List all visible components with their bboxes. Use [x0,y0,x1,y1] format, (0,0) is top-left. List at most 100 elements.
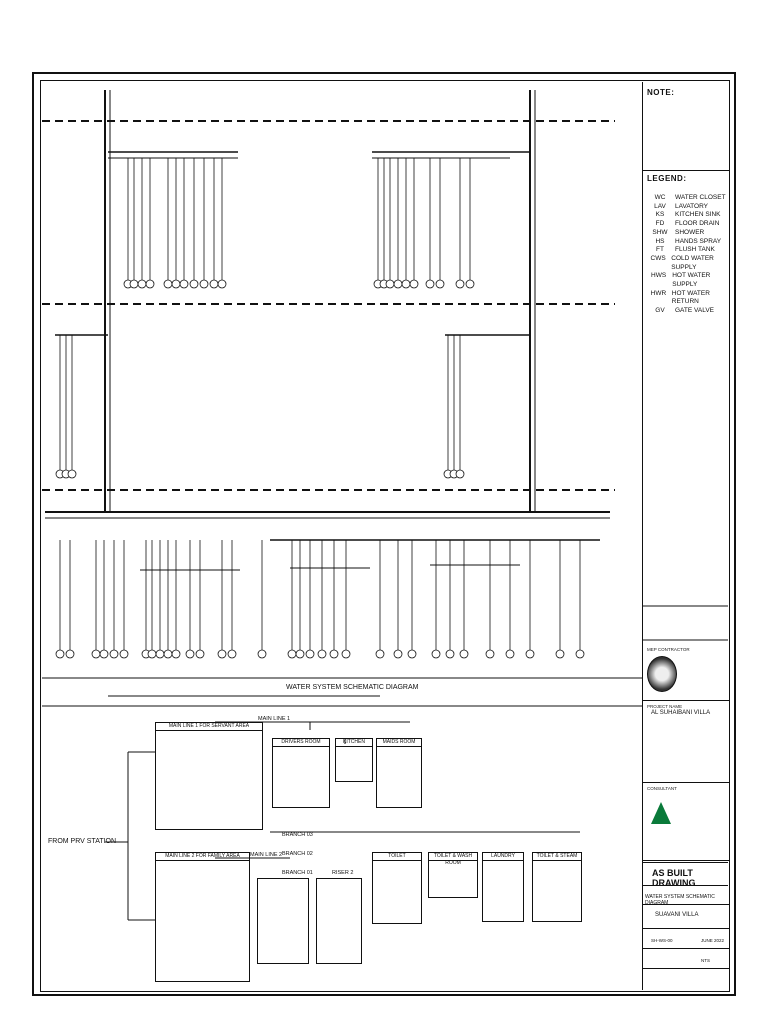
fixture-symbol [393,279,403,289]
legend-abbr: HWS [651,272,667,280]
legend-abbr: HS [655,237,665,245]
schedule-riser-2 [316,878,362,964]
fixture-symbol [119,649,129,659]
fixture-symbol [155,649,165,659]
legend-abbr: HWR [650,289,667,297]
fixture-symbol [163,279,173,289]
fixture-symbol [409,279,419,289]
fixture-symbol [145,279,155,289]
drawing-inner-frame [40,80,730,992]
legend-desc: FLUSH TANK [675,246,715,254]
fixture-symbol [227,649,237,659]
legend-desc: HOT WATER RETURN [671,289,710,306]
fixture-symbol [575,649,585,659]
schedule-branch-01 [257,878,309,964]
fixture-symbol [287,649,297,659]
fixture-symbol [67,469,77,479]
contractor-label: MEP CONTRACTOR [647,647,690,652]
fixture-symbol [217,649,227,659]
schedule-toilet-steam: TOILET & STEAM [532,852,582,922]
legend-row: KS KITCHEN SINK [649,211,729,220]
location-name: SUAVANI VILLA [655,912,699,918]
fixture-symbol [179,279,189,289]
legend-row: WC WATER CLOSET [649,194,729,203]
fixture-symbol [55,649,65,659]
branch-01-label: BRANCH 01 [282,870,313,876]
legend-desc: LAVATORY [675,202,708,210]
contractor-logo [647,656,677,692]
fixture-symbol [171,649,181,659]
legend-abbr: GV [655,307,665,315]
drawing-scale: NTS [701,958,710,963]
legend-row: HWR HOT WATER RETURN [649,290,729,307]
main-line-2-label: MAIN LINE 2 [250,852,283,858]
project-label: PROJECT NAME [647,704,683,709]
status-box: AS BUILT DRAWING [642,862,728,888]
legend-desc: GATE VALVE [675,307,715,315]
legend-row: LAV LAVATORY [649,203,729,212]
fixture-symbol [425,279,435,289]
fixture-symbol [147,649,157,659]
schedule-toilet-wash-room: TOILET & WASH ROOM [428,852,478,898]
fixture-symbol [525,649,535,659]
main-line-1-label: MAIN LINE 1 [258,716,291,722]
fixture-symbol [459,649,469,659]
legend-abbr: SHW [652,228,668,236]
fixture-symbol [485,649,495,659]
fixture-symbol [189,279,199,289]
fixture-symbol [435,279,445,289]
legend-abbr: KS [655,211,665,219]
fixture-symbol [137,279,147,289]
schedule-main-line-1: MAIN LINE 1 FOR SERVANT AREA [155,722,263,830]
drawing-outer-frame [32,72,736,996]
prv-station-label: FROM PRV STATION [48,838,117,845]
fixture-symbol [305,649,315,659]
fixture-symbol [295,649,305,659]
consultant-label: CONSULTANT [647,786,677,791]
fixture-symbol [171,279,181,289]
legend-desc: FLOOR DRAIN [675,220,720,228]
legend-desc: WATER CLOSET [675,194,726,201]
legend-abbr: LAV [654,202,666,210]
drawing-title: WATER SYSTEM SCHEMATIC DIAGRAM [645,894,715,906]
fixture-symbol [375,649,385,659]
fixture-symbol [99,649,109,659]
schedule-laundry: LAUNDRY [482,852,524,922]
fixture-symbol [455,279,465,289]
fixture-symbol [195,649,205,659]
fixture-symbol [109,649,119,659]
project-name: AL SUHAIBANI VILLA [651,710,711,716]
legend-desc: COLD WATER SUPPLY [671,254,714,271]
fixture-symbol [329,649,339,659]
note-label: NOTE: [647,88,675,97]
fixture-symbol [209,279,219,289]
legend-abbr: FD [655,220,665,228]
schedule-maids-room: MAIDS ROOM [376,738,422,808]
legend-abbr: WC [654,194,666,201]
fixture-symbol [465,279,475,289]
fixture-symbol [257,649,267,659]
fixture-symbol [341,649,351,659]
fixture-symbol [385,279,395,289]
legend-row: FD FLOOR DRAIN [649,220,729,229]
drawing-status: AS BUILT DRAWING [652,868,696,888]
fixture-symbol [407,649,417,659]
drawing-date: JUNE 2022 [701,938,725,943]
branch-03-label: BRANCH 03 [282,832,313,838]
fixture-symbol [217,279,227,289]
legend-desc: KITCHEN SINK [675,211,721,219]
riser-2-label: RISER 2 [332,870,354,876]
schedule-drivers-room: DRIVERS ROOM [272,738,330,808]
legend-row: GV GATE VALVE [649,307,729,316]
fixture-symbol [401,279,411,289]
legend-label: LEGEND: [647,174,687,183]
fixture-symbol [393,649,403,659]
fixture-symbol [91,649,101,659]
branch-02-label: BRANCH 02 [282,851,313,857]
